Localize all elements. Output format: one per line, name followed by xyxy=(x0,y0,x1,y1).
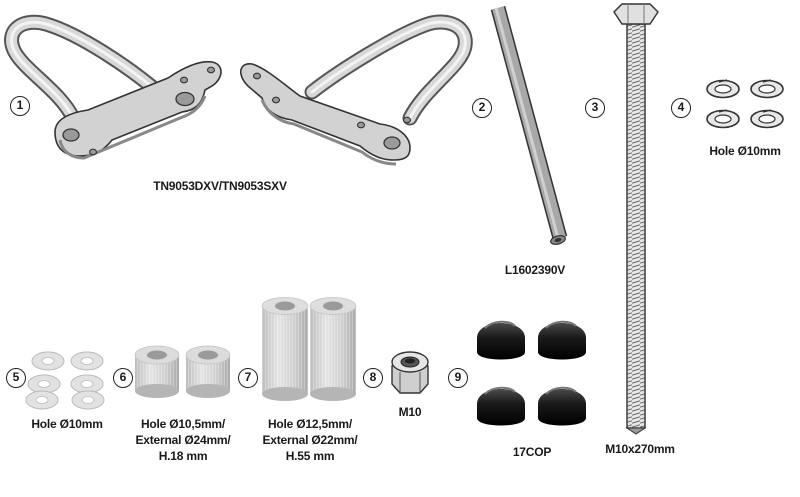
item-label-7: Hole Ø12,5mm/ External Ø22mm/ H.55 mm xyxy=(245,416,375,464)
long-bolt xyxy=(613,3,659,435)
item-label-3: M10x270mm xyxy=(605,442,675,456)
item-label-6: Hole Ø10,5mm/ External Ø24mm/ H.18 mm xyxy=(118,416,248,464)
item-label-5: Hole Ø10mm xyxy=(31,417,103,431)
item-number-9: 9 xyxy=(448,368,468,388)
spring-washers xyxy=(706,79,784,129)
item-label-6-line-1: Hole Ø10,5mm/ xyxy=(140,417,226,431)
short-spacers xyxy=(134,345,231,398)
item-number-1: 1 xyxy=(10,96,30,116)
long-spacers xyxy=(261,297,357,401)
flat-washers xyxy=(25,351,105,410)
item-label-9: 17COP xyxy=(512,445,552,459)
item-label-6-line-3: H.18 mm xyxy=(158,449,208,463)
item-label-7-line-2: External Ø22mm/ xyxy=(262,433,358,447)
item-number-8: 8 xyxy=(363,368,383,388)
item-number-6: 6 xyxy=(113,368,133,388)
item-label-7-line-3: H.55 mm xyxy=(285,449,335,463)
lock-nut xyxy=(391,351,429,394)
item-number-3: 3 xyxy=(585,98,605,118)
dome-caps xyxy=(477,320,586,426)
item-label-2: L1602390V xyxy=(504,263,566,277)
item-label-6-line-2: External Ø24mm/ xyxy=(135,433,231,447)
rod xyxy=(490,6,568,245)
item-number-2: 2 xyxy=(472,98,492,118)
item-label-4: Hole Ø10mm xyxy=(709,144,781,158)
item-number-5: 5 xyxy=(6,368,26,388)
item-label-7-line-1: Hole Ø12,5mm/ xyxy=(267,417,353,431)
item-number-4: 4 xyxy=(671,98,691,118)
item-label-8: M10 xyxy=(398,405,422,419)
right-bracket xyxy=(240,14,473,166)
item-label-1: TN9053DXV/TN9053SXV xyxy=(153,179,287,193)
item-number-7: 7 xyxy=(238,368,258,388)
left-bracket xyxy=(4,14,222,160)
